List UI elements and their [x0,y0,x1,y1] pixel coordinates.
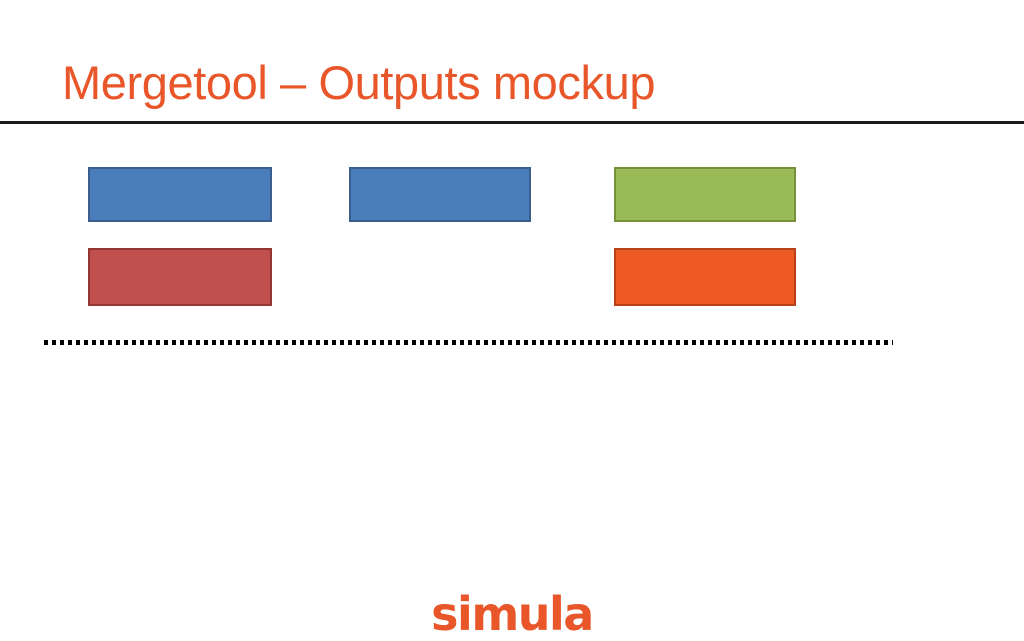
simula-logo: simula [431,587,594,641]
rect-col3-row1-green[interactable] [614,167,796,222]
rect-col1-row1-blue[interactable] [88,167,272,222]
rect-col2-row1-blue[interactable] [349,167,531,222]
rect-col3-row2-orange[interactable] [614,248,796,306]
dotted-divider [44,340,893,345]
page-title: Mergetool – Outputs mockup [62,56,656,109]
rect-col1-row2-red[interactable] [88,248,272,306]
title-underline-rule [0,121,1024,124]
